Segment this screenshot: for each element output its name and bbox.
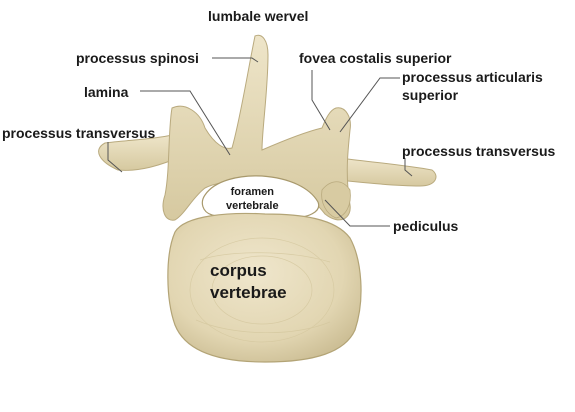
leader-lamina [140,90,231,156]
label-processus-articularis-line2: superior [402,86,459,103]
left-transverse-process-shape [98,134,179,171]
label-corpus-line1: corpus [210,261,267,280]
leader-processus-articularis [339,77,400,133]
label-processus-articularis-line1: processus articularis [402,69,543,85]
label-foramen-vertebrale: foramen vertebrale [226,186,279,214]
leader-processus-transversus-left [107,142,123,173]
leader-fovea-costalis [311,70,331,131]
vertebral-arch-shape [162,34,351,221]
corpus-vertebrae-shape [167,212,362,363]
pedicle-shape [321,181,351,219]
diagram-title: lumbale wervel [208,8,309,24]
label-corpus-line2: vertebrae [210,283,287,303]
label-foramen-line2: vertebrale [226,199,279,212]
leader-processus-transversus-right [404,158,413,177]
label-processus-spinosi: processus spinosi [76,50,199,66]
bone-texture [189,237,335,343]
label-processus-transversus-left: processus transversus [2,125,156,141]
label-fovea-costalis-superior: fovea costalis superior [299,50,452,66]
leader-lines [107,57,413,227]
leader-processus-spinosi [212,57,259,63]
label-processus-transversus-right: processus transversus [402,143,556,159]
label-pediculus: pediculus [393,218,459,234]
foramen-vertebrale-shape [201,175,320,220]
leader-pediculus [324,199,390,227]
label-processus-articularis: processus articularis superior [402,69,543,104]
label-corpus-vertebrae: corpus vertebrae [210,260,287,304]
label-foramen-line1: foramen [230,186,274,198]
label-lamina: lamina [84,84,129,100]
right-transverse-process-shape [337,157,437,187]
